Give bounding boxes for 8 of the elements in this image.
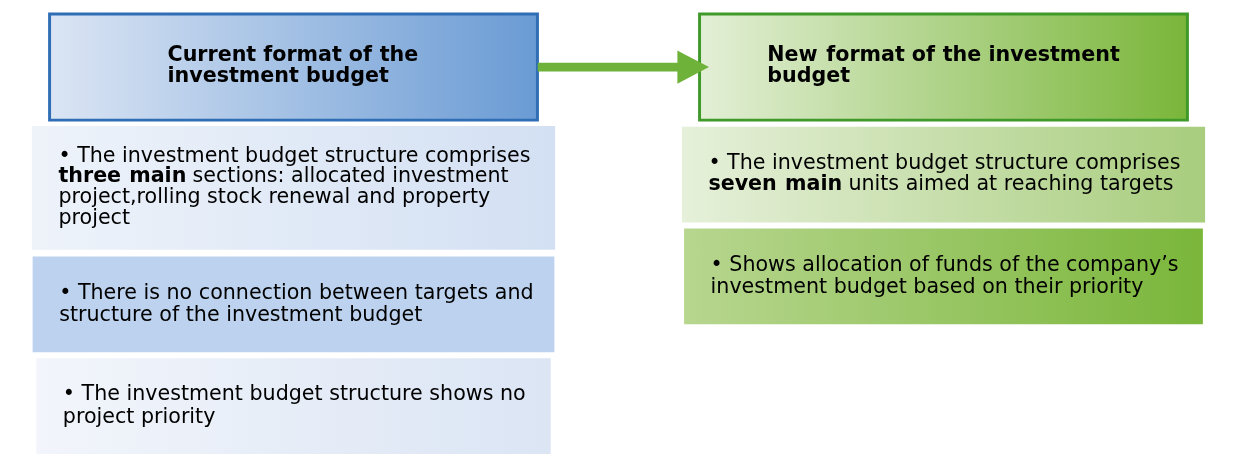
node-box: • The investment budget structure comprises seven main units aimed at reaching targets — [681, 126, 1205, 223]
node-box: New format of the investment budget — [697, 12, 1189, 122]
node-box: • Shows allocation of funds of the company’s investment budget based on their priority — [683, 228, 1203, 325]
node-box: • There is no connection between targets and structure of the investment budget — [32, 256, 554, 353]
node-box: • The investment budget structure shows no project priority — [35, 358, 551, 454]
node-box: Current format of the investment budget — [47, 12, 539, 122]
arrow — [537, 50, 709, 84]
node-box: • The investment budget structure comprises three main sections: allocated investment project,rolling stock renewal and property project — [31, 126, 555, 250]
